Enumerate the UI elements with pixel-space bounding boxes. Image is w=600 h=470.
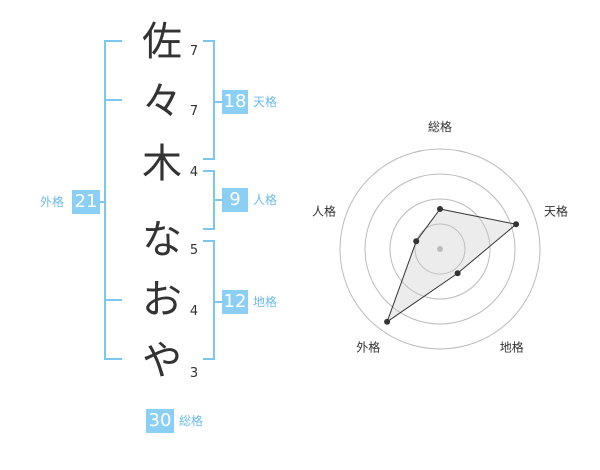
radar-axis-label: 地格 bbox=[500, 340, 524, 355]
stroke-count-1: 7 bbox=[189, 44, 199, 59]
gaikaku-connector bbox=[98, 201, 106, 203]
gaikaku-label: 外格 bbox=[40, 195, 65, 209]
radar-point bbox=[384, 318, 391, 325]
chikaku-bracket bbox=[203, 240, 215, 360]
chikaku-label: 地格 bbox=[253, 295, 278, 309]
radar-grid-circle bbox=[389, 198, 491, 300]
jinkaku-value: 9 bbox=[222, 188, 248, 212]
name-char-1: 佐 bbox=[142, 19, 182, 65]
name-char-6: や bbox=[142, 338, 182, 384]
chikaku-connector bbox=[213, 301, 222, 303]
radar-grid-circle bbox=[364, 173, 516, 325]
tenkaku-connector bbox=[213, 101, 222, 103]
tenkaku-bracket bbox=[203, 40, 215, 160]
gaikaku-value: 21 bbox=[72, 190, 100, 214]
gaikaku-bracket bbox=[104, 40, 122, 360]
bracket-tick bbox=[104, 299, 122, 301]
radar-grid-circle bbox=[339, 148, 541, 350]
radar-axis-label: 天格 bbox=[544, 203, 568, 218]
jinkaku-connector bbox=[213, 199, 222, 201]
chikaku-value: 12 bbox=[222, 290, 248, 314]
soukaku-label: 総格 bbox=[179, 414, 204, 428]
name-char-2: 々 bbox=[142, 79, 182, 125]
tenkaku-label: 天格 bbox=[253, 95, 278, 109]
name-char-5: お bbox=[142, 277, 182, 323]
stroke-count-2: 7 bbox=[189, 104, 199, 119]
radar-point bbox=[454, 270, 461, 277]
tenkaku-value: 18 bbox=[222, 90, 248, 114]
bracket-tick bbox=[104, 99, 122, 101]
jinkaku-label: 人格 bbox=[253, 193, 278, 207]
radar-point bbox=[437, 206, 443, 212]
name-char-3: 木 bbox=[142, 141, 182, 187]
stroke-count-4: 5 bbox=[189, 243, 199, 258]
soukaku-value: 30 bbox=[146, 409, 174, 433]
stroke-count-3: 4 bbox=[189, 165, 199, 180]
radar-grid-circle bbox=[414, 223, 466, 275]
radar-axis-label: 総格 bbox=[428, 119, 452, 134]
radar-axis-label: 外格 bbox=[356, 340, 380, 355]
stroke-count-5: 4 bbox=[189, 304, 199, 319]
radar-axis-label: 人格 bbox=[312, 203, 336, 218]
name-char-4: な bbox=[142, 217, 182, 263]
stroke-count-6: 3 bbox=[189, 366, 199, 381]
radar-point bbox=[513, 221, 520, 228]
radar-point bbox=[413, 238, 420, 245]
radar-center bbox=[437, 246, 443, 252]
radar-polygon bbox=[386, 208, 518, 324]
